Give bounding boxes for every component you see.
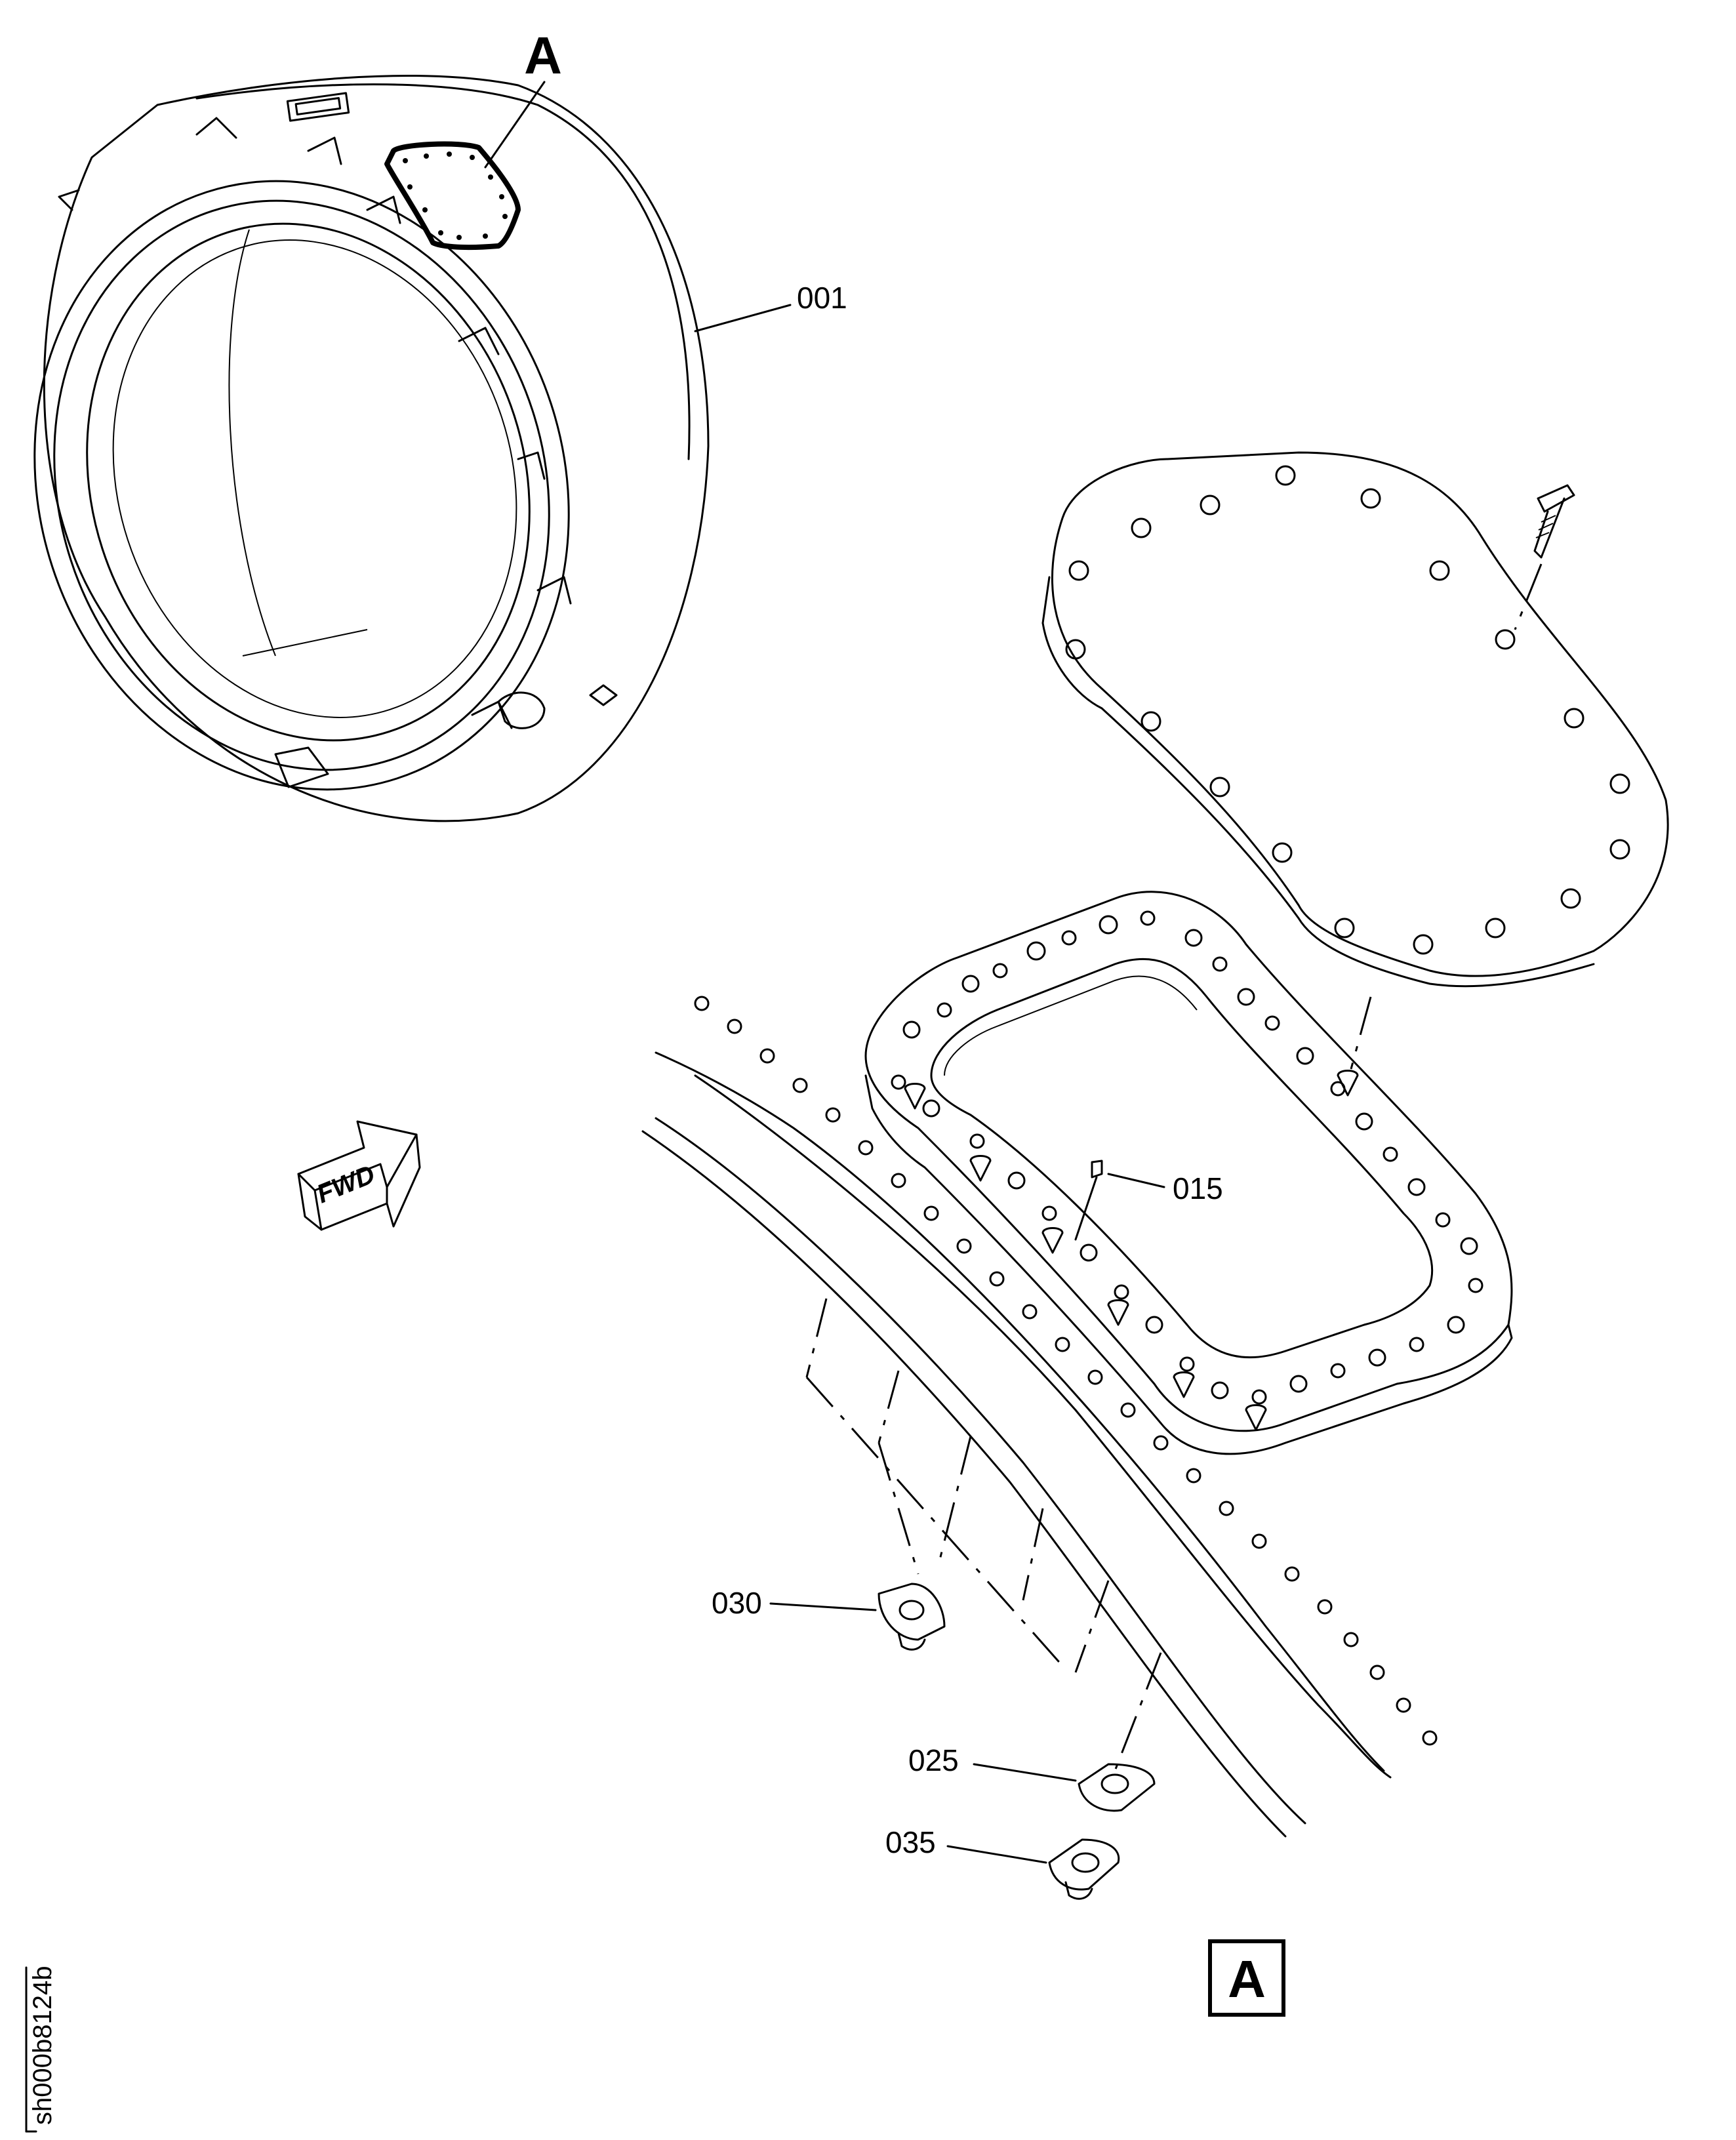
svg-text:001: 001: [797, 281, 847, 315]
nutplate-025: 025: [908, 1743, 1156, 1812]
rivet-015: 015: [1074, 1160, 1223, 1241]
svg-text:030: 030: [712, 1586, 762, 1620]
doubler-frame: [864, 891, 1513, 1455]
svg-text:025: 025: [908, 1743, 959, 1777]
nacelle-skin: [641, 996, 1438, 1838]
detail-view-label-a: A: [1208, 1939, 1285, 2017]
cover-plate: [1041, 451, 1669, 988]
svg-text:sh000b8124b: sh000b8124b: [28, 1966, 57, 2125]
svg-text:A: A: [524, 26, 562, 85]
figure-reference: sh000b8124b: [25, 1966, 57, 2133]
screw: [1514, 484, 1575, 630]
svg-text:FWD: FWD: [313, 1160, 379, 1209]
assembly-leader-lines: [805, 1298, 1162, 1771]
svg-text:A: A: [1228, 1950, 1266, 2008]
svg-text:035: 035: [885, 1825, 936, 1859]
fwd-arrow: FWD: [297, 1120, 421, 1231]
access-panel-highlight: [384, 141, 521, 251]
svg-text:015: 015: [1173, 1171, 1223, 1205]
detail-callout-a: A: [484, 26, 562, 169]
engine-cowl-ring: [33, 75, 710, 822]
nutplate-030: 030: [712, 1583, 946, 1651]
item-label-001: 001: [694, 281, 847, 333]
nutplate-035: 035: [885, 1825, 1120, 1900]
